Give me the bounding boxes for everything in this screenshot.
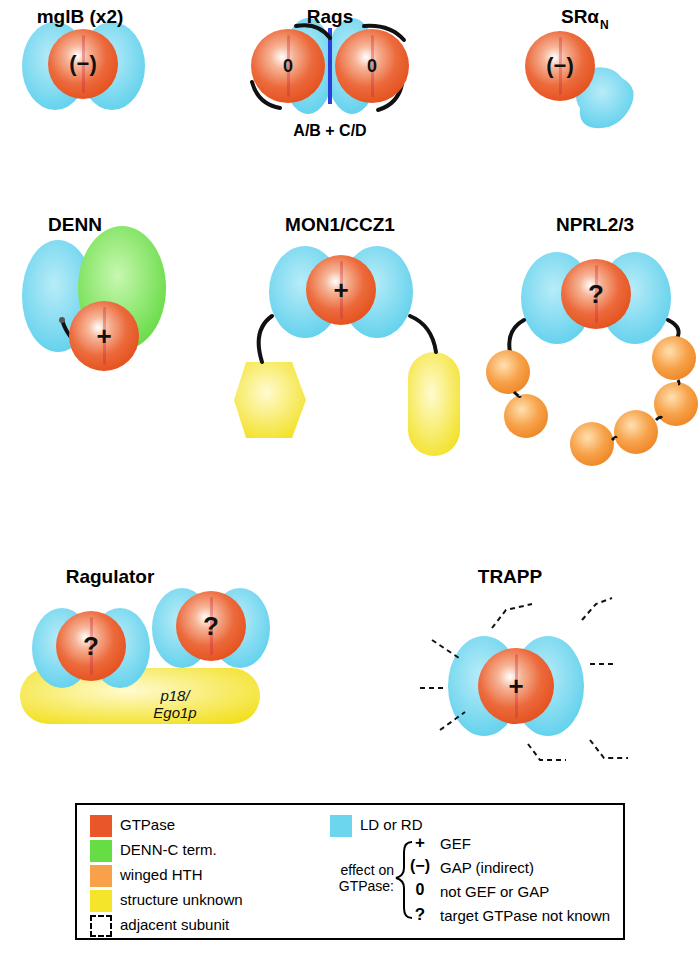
- panel-title: Rags: [307, 6, 353, 28]
- effect-symbol: 0: [283, 57, 293, 75]
- panel-title: TRAPP: [478, 566, 542, 588]
- legend-swatch: [90, 890, 112, 912]
- effect-symbol: ?: [588, 281, 604, 307]
- scaffold-bar: p18/ Ego1p: [20, 668, 260, 724]
- legend-swatch: [90, 815, 112, 837]
- effect-symbol: +: [96, 323, 111, 349]
- panel-title: mglB (x2): [37, 6, 124, 28]
- legend-symbol: ?: [415, 905, 425, 925]
- legend-text: adjacent subunit: [120, 916, 229, 934]
- legend-text: not GEF or GAP: [440, 883, 549, 901]
- effect-symbol: ?: [203, 613, 219, 639]
- gtpase-circle: (−): [525, 31, 595, 101]
- panel-title: NPRL2/3: [556, 214, 634, 236]
- legend-symbol: +: [415, 833, 425, 853]
- legend-text: GTPase: [120, 816, 175, 834]
- subscript: N: [600, 18, 609, 32]
- legend-text: LD or RD: [360, 816, 423, 834]
- nprl-domains: [486, 252, 698, 466]
- panel-title: Ragulator: [66, 566, 155, 588]
- legend-text: winged HTH: [120, 866, 203, 884]
- legend-swatch: [90, 840, 112, 862]
- gtpase-circle: ?: [176, 591, 246, 661]
- legend-text: GAP (indirect): [440, 859, 534, 877]
- legend-swatch: [90, 915, 112, 937]
- panel-title: DENN: [48, 214, 102, 236]
- gtpase-circle: ?: [561, 259, 631, 329]
- panel-title: MON1/CCZ1: [285, 214, 395, 236]
- gtpase-circle: 0: [335, 29, 409, 103]
- gtpase-circle: (−): [48, 29, 118, 99]
- legend-text: target GTPase not known: [440, 907, 620, 925]
- ragulator-domains: [20, 588, 270, 724]
- panel-title: SRα: [561, 6, 599, 28]
- effect-symbol: +: [508, 673, 523, 699]
- legend-text: GEF: [440, 835, 471, 853]
- legend-heading: effect on GTPase:: [334, 862, 394, 894]
- complex-label: A/B + C/D: [293, 122, 366, 140]
- gtpase-circle: +: [478, 648, 554, 724]
- ld-rd-domains: [22, 22, 145, 110]
- legend-brace: [396, 842, 412, 918]
- trapp-domains: [420, 598, 628, 760]
- legend-symbol: (−): [410, 857, 430, 875]
- scaffold-label: p18/ Ego1p: [150, 687, 200, 721]
- legend-swatch: [90, 865, 112, 887]
- effect-symbol: +: [333, 277, 348, 303]
- effect-symbol: ?: [83, 633, 99, 659]
- effect-symbol: 0: [367, 57, 377, 75]
- gtpase-circle: +: [69, 301, 139, 371]
- legend-text: structure unknown: [120, 891, 243, 909]
- gtpase-circle: 0: [251, 29, 325, 103]
- gtpase-circle: ?: [56, 611, 126, 681]
- legend-symbol: 0: [416, 881, 425, 899]
- legend-text: DENN-C term.: [120, 841, 217, 859]
- effect-symbol: (−): [69, 53, 97, 75]
- gtpase-circle: +: [306, 255, 376, 325]
- effect-symbol: (−): [546, 55, 574, 77]
- mon1-ccz1-domains: [234, 246, 460, 456]
- legend-swatch: [330, 815, 352, 837]
